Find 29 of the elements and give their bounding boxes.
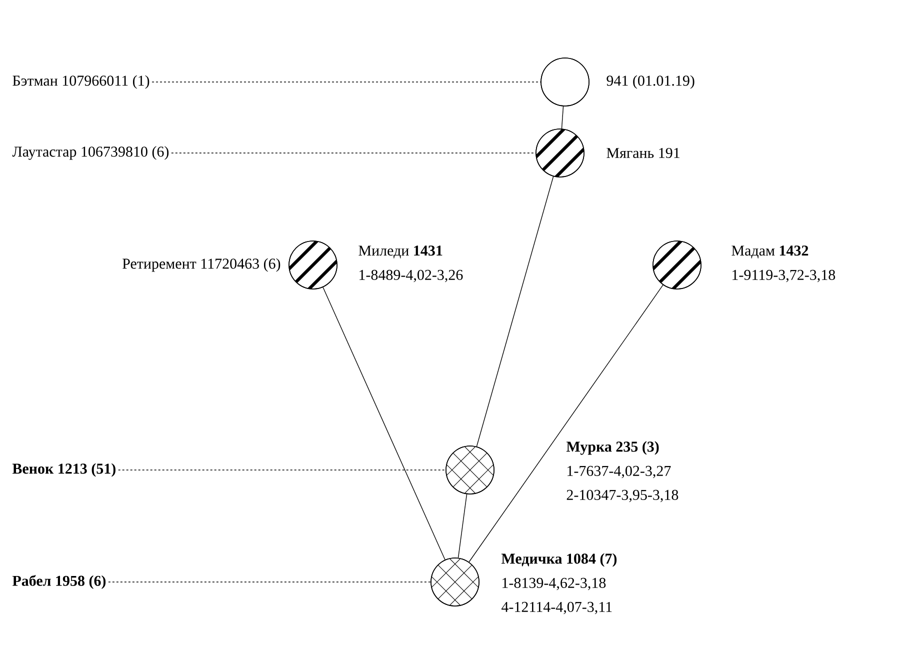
caption-text: 1-8489-4,02-3,26 — [360, 270, 463, 282]
crosshatched-circle — [446, 446, 494, 494]
line — [468, 284, 664, 562]
line — [561, 106, 564, 129]
label-text: Лаутастар 106739810 (6) — [12, 146, 169, 160]
caption-text: Ретиремент 11720463 (6) — [122, 258, 280, 272]
crosshatched-circle — [430, 558, 480, 606]
label-text: Бэтман 107966011 (1) — [12, 75, 150, 89]
label-text: Рабел 1958 (6) — [12, 575, 106, 589]
caption-text: 2-10347-3,95-3,18 — [566, 490, 678, 502]
caption-text: Миледи 1431 — [358, 246, 442, 258]
caption-text: 4-12114-4,07-3,11 — [502, 602, 612, 614]
caption-text: Мурка 235 (3) — [566, 441, 659, 455]
caption-text: 1-8139-4,62-3,18 — [502, 578, 606, 590]
caption-text: Мягань 191 — [606, 148, 680, 158]
caption-text: Медичка 1084 (7) — [501, 553, 617, 567]
caption-text: 941 (01.01.19) — [606, 75, 694, 89]
hatched-circle — [652, 240, 702, 290]
dotted-line — [171, 152, 536, 154]
label-text: Венок 1213 (51) — [12, 463, 116, 477]
caption-text: 1-7637-4,02-3,27 — [568, 466, 671, 478]
line — [458, 494, 468, 558]
line — [322, 286, 446, 560]
circle-node — [540, 58, 590, 106]
caption-text: Мадам 1432 — [732, 246, 808, 258]
line — [476, 176, 554, 447]
caption-text: 1-9119-3,72-3,18 — [732, 270, 836, 282]
hatched-circle — [288, 240, 338, 290]
hatched-circle — [536, 128, 584, 178]
